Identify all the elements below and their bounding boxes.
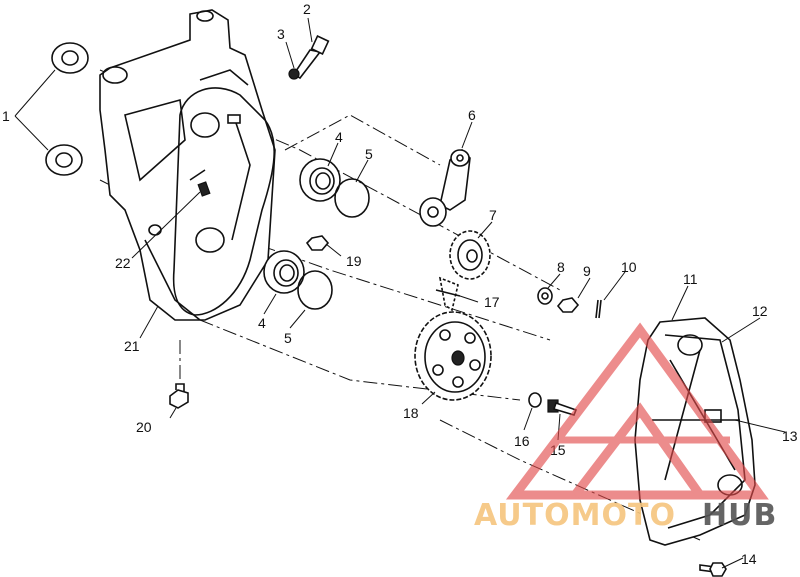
sprocket-large bbox=[414, 311, 492, 401]
watermark-text-a: AUTOMOTO bbox=[474, 498, 676, 533]
callout-20: 20 bbox=[136, 419, 152, 435]
callout-labels: 1 2 3 4 5 6 7 4 5 8 9 10 11 12 13 14 15 … bbox=[2, 1, 798, 567]
callout-4-lower: 4 bbox=[258, 315, 266, 331]
washer-16 bbox=[528, 392, 542, 408]
callout-11: 11 bbox=[683, 271, 698, 287]
callout-17: 17 bbox=[484, 294, 500, 310]
nut-9 bbox=[556, 297, 580, 313]
callout-12: 12 bbox=[752, 303, 768, 319]
callout-8: 8 bbox=[557, 259, 565, 275]
callout-16: 16 bbox=[514, 433, 530, 449]
washer-8 bbox=[537, 287, 553, 305]
bolt-14 bbox=[699, 562, 727, 577]
callout-3: 3 bbox=[277, 26, 285, 42]
callout-9: 9 bbox=[583, 263, 591, 279]
callout-1: 1 bbox=[2, 108, 10, 124]
plug-19 bbox=[305, 235, 330, 251]
oil-seal-lower bbox=[45, 144, 83, 176]
callout-14: 14 bbox=[741, 551, 757, 567]
cotter-pin-10 bbox=[595, 299, 602, 319]
bolt-2 bbox=[292, 35, 330, 80]
callout-22: 22 bbox=[115, 255, 131, 271]
chain-17 bbox=[435, 276, 461, 312]
watermark-text-b: HUB bbox=[702, 498, 777, 533]
callout-19: 19 bbox=[346, 253, 362, 269]
callout-21: 21 bbox=[124, 338, 140, 354]
callout-10: 10 bbox=[621, 259, 637, 275]
callout-5-upper: 5 bbox=[365, 146, 373, 162]
drain-plug-20 bbox=[169, 383, 189, 409]
sprocket-small bbox=[449, 230, 491, 280]
chaincase-cover bbox=[634, 317, 756, 546]
bearing-lower bbox=[263, 250, 305, 294]
tensioner-arm bbox=[419, 148, 471, 227]
callout-5-lower: 5 bbox=[284, 330, 292, 346]
callout-4-upper: 4 bbox=[335, 129, 343, 145]
oring-lower bbox=[297, 270, 333, 310]
callout-18: 18 bbox=[403, 405, 419, 421]
watermark-logo bbox=[505, 322, 769, 500]
callout-7: 7 bbox=[489, 207, 497, 223]
bearing-upper bbox=[299, 158, 341, 202]
watermark: AUTOMOTO HUB bbox=[474, 322, 777, 533]
chaincase-housing bbox=[99, 9, 276, 321]
callout-2: 2 bbox=[303, 1, 311, 17]
callout-6: 6 bbox=[468, 107, 476, 123]
oring-upper bbox=[334, 178, 370, 218]
callout-13: 13 bbox=[782, 428, 798, 444]
washer-3 bbox=[288, 68, 300, 80]
stud-22 bbox=[197, 181, 211, 197]
oil-seal-upper bbox=[51, 42, 89, 74]
